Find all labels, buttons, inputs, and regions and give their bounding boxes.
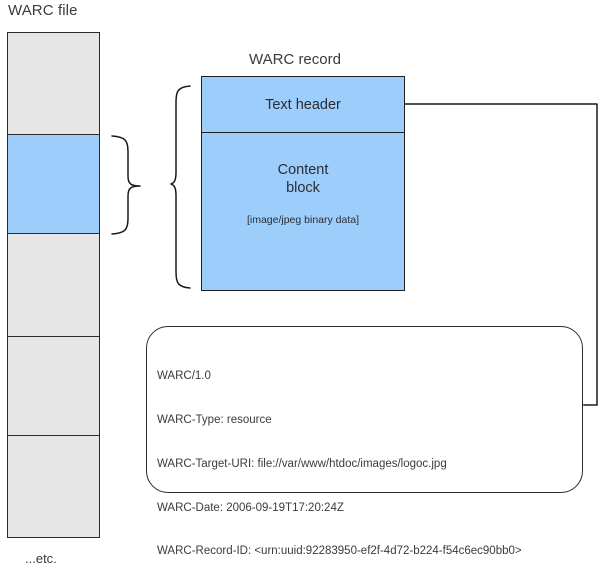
header-line-3: WARC-Date: 2006-09-19T17:20:24Z bbox=[157, 501, 344, 514]
warc-file-segment-2-selected[interactable] bbox=[8, 134, 99, 234]
warc-file-segment-5 bbox=[8, 435, 99, 536]
content-block-line-2: block bbox=[286, 180, 320, 196]
content-binary-placeholder-label: [image/jpeg binary data] bbox=[246, 214, 360, 226]
warc-header-detail-lines: WARC/1.0 WARC-Type: resource WARC-Target… bbox=[157, 340, 554, 580]
warc-file-segment-4 bbox=[8, 336, 99, 435]
warc-header-detail-box: WARC/1.0 WARC-Type: resource WARC-Target… bbox=[146, 326, 583, 557]
text-header-label: Text header bbox=[265, 96, 341, 113]
warc-record-box: Text header Content block [image/jpeg bi… bbox=[201, 76, 405, 291]
content-block-label: Content block bbox=[202, 161, 404, 197]
warc-file-segment-3 bbox=[8, 234, 99, 336]
content-block-line-1: Content bbox=[277, 162, 329, 178]
header-line-1: WARC-Type: resource bbox=[157, 413, 272, 426]
header-line-2: WARC-Target-URI: file://var/www/htdoc/im… bbox=[157, 457, 447, 470]
brace-warc-file-to-record bbox=[111, 135, 141, 235]
brace-record-grouping bbox=[170, 85, 191, 289]
text-header-cell[interactable]: Text header bbox=[202, 77, 404, 133]
warc-record-title: WARC record bbox=[249, 51, 341, 68]
warc-file-title: WARC file bbox=[8, 2, 78, 19]
warc-file-column bbox=[7, 32, 100, 538]
warc-file-segment-1 bbox=[8, 33, 99, 134]
header-line-0: WARC/1.0 bbox=[157, 370, 211, 383]
content-block-cell[interactable]: Content block [image/jpeg binary data] bbox=[202, 133, 404, 290]
etc-label: ...etc. bbox=[25, 551, 57, 566]
header-line-4: WARC-Record-ID: <urn:uuid:92283950-ef2f-… bbox=[157, 545, 522, 558]
